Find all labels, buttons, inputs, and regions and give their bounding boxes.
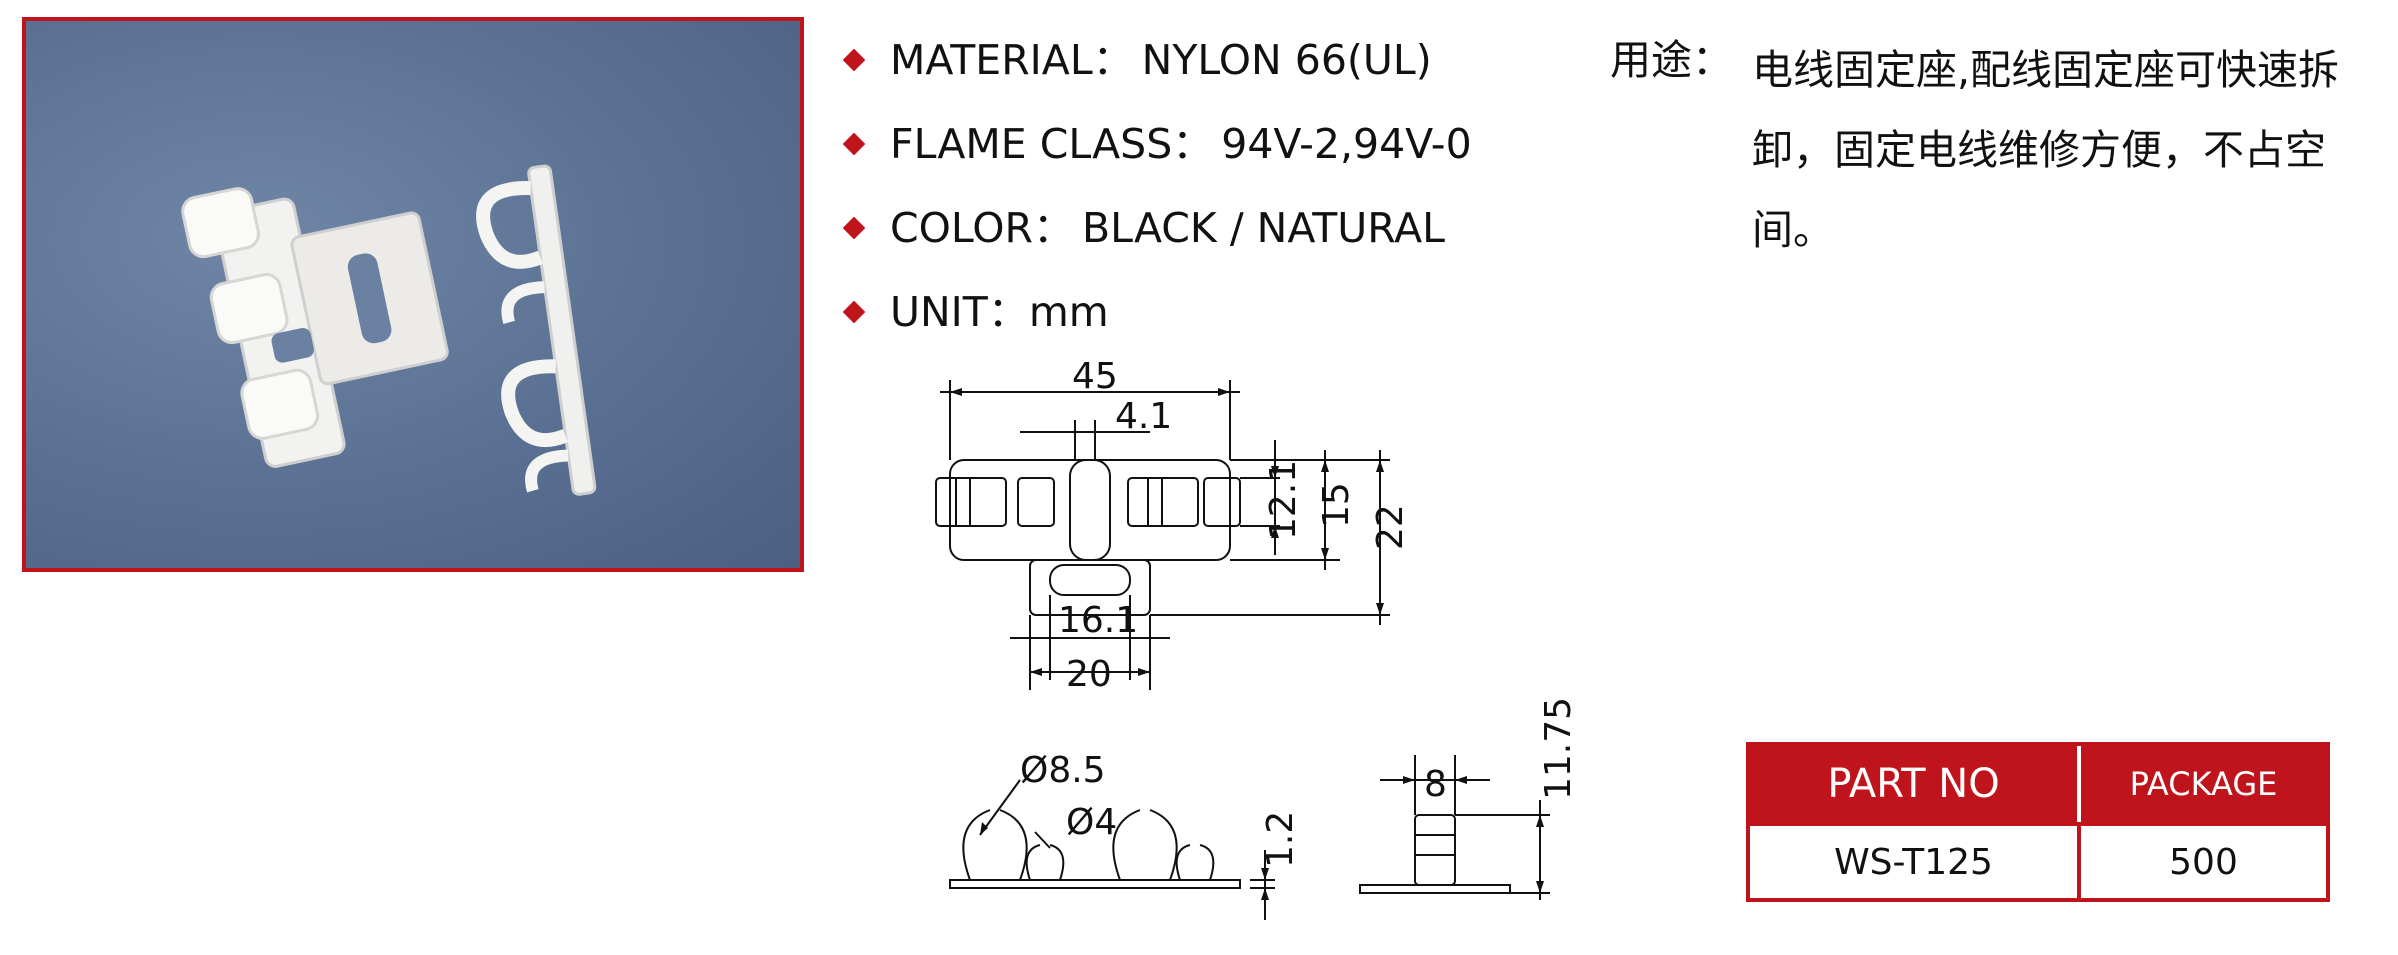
package-table: PART NO PACKAGE WS-T125 500	[1746, 742, 2330, 902]
dim-total-height: 22	[1370, 504, 1411, 550]
dim-tab-width: 20	[1066, 654, 1112, 695]
product-photo-illustration	[181, 164, 597, 496]
diamond-bullet-icon	[842, 216, 866, 240]
dim-overall-length: 45	[1072, 360, 1118, 397]
dim-end-height: 11.75	[1538, 700, 1579, 800]
spec-material: MATERIAL：NYLON 66(UL)	[838, 30, 1472, 114]
spec-unit: UNIT：mm	[838, 282, 1472, 366]
spec-label: COLOR：	[890, 204, 1075, 252]
diamond-bullet-icon	[842, 300, 866, 324]
dim-large-diameter: Ø8.5	[1020, 750, 1106, 791]
spec-value: mm	[1028, 288, 1109, 336]
table-header-part-no: PART NO	[1750, 746, 2081, 822]
usage-text: 电线固定座,配线固定座可快速拆卸，固定电线维修方便，不占空间。	[1752, 46, 2340, 254]
spec-list: MATERIAL：NYLON 66(UL) FLAME CLASS：94V-2,…	[838, 30, 1472, 366]
table-header-package: PACKAGE	[2081, 746, 2326, 822]
spec-label: FLAME CLASS：	[890, 120, 1214, 168]
spec-color: COLOR：BLACK / NATURAL	[838, 198, 1472, 282]
spec-label: UNIT：	[890, 288, 1029, 336]
diamond-bullet-icon	[842, 132, 866, 156]
dim-clip-height: 12.1	[1263, 460, 1304, 540]
table-cell-part-no: WS-T125	[1750, 822, 2081, 898]
spec-value: NYLON 66(UL)	[1141, 36, 1432, 84]
dim-slot-gap: 4.1	[1115, 396, 1172, 437]
side-view-drawing: Ø8.5 Ø4 1.2	[949, 750, 1301, 920]
usage-label: 用途：	[1610, 36, 1733, 84]
spec-value: 94V-2,94V-0	[1221, 120, 1472, 168]
diamond-bullet-icon	[842, 48, 866, 72]
dim-body-height: 15	[1316, 482, 1357, 528]
product-photo	[22, 17, 804, 572]
dim-small-diameter: Ø4	[1066, 802, 1117, 843]
end-view-drawing: 8 11.75	[1359, 700, 1579, 900]
top-view-drawing: 45 4.1 12.1 15 22 16.1 20	[935, 360, 1411, 695]
dim-end-width: 8	[1424, 764, 1447, 805]
spec-label: MATERIAL：	[890, 36, 1134, 84]
spec-flame-class: FLAME CLASS：94V-2,94V-0	[838, 114, 1472, 198]
spec-value: BLACK / NATURAL	[1082, 204, 1445, 252]
dim-slot-length: 16.1	[1058, 600, 1138, 641]
dim-base-thickness: 1.2	[1260, 811, 1301, 868]
table-cell-package: 500	[2081, 822, 2326, 898]
